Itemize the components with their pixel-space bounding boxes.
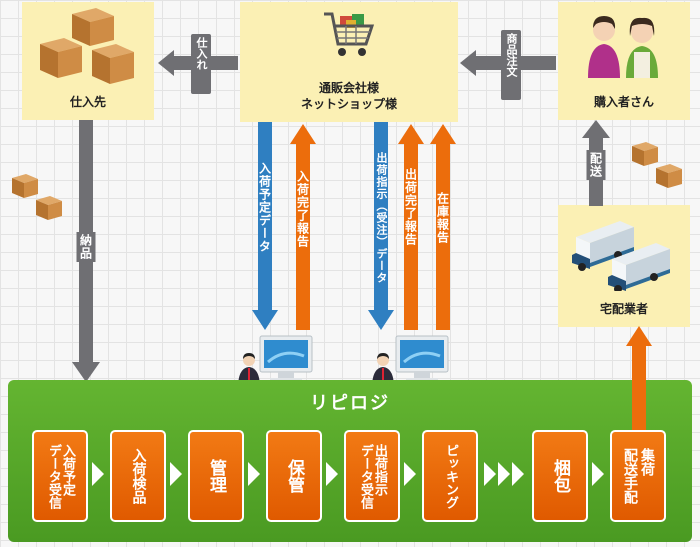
supplier-label: 仕入先: [69, 94, 106, 109]
courier-box: 宅配業者: [558, 205, 690, 327]
step-nyuka-kenpin: 入荷検品: [110, 430, 166, 522]
repilogi-title: リピロジ: [310, 393, 390, 414]
buyer-label: 購入者さん: [593, 94, 654, 109]
zaiko-houkoku-label: 在庫報告: [435, 192, 450, 244]
arrow-shuka-to-courier: [626, 326, 652, 432]
nyuka-kanryo-houkoku-label: 入荷完了報告: [295, 170, 310, 248]
courier-label: 宅配業者: [599, 301, 648, 316]
arrow-shukka-kanryo-houkoku: [398, 124, 424, 330]
arrow-shukka-shiji-data: [368, 122, 394, 330]
shouhin-chuumon-label: 商品注文: [496, 30, 526, 100]
buyer-box: 購入者さん: [558, 2, 690, 120]
buyers-icon: [588, 16, 658, 78]
cardboard-boxes-icon: [632, 142, 682, 188]
shukka-shiji-data-label: 出荷指示︵受注︶データ: [375, 152, 388, 284]
haisou-label: 配送: [586, 150, 606, 180]
nyuka-yotei-data-label: 入荷予定データ: [257, 162, 272, 253]
step-kanri: 管理: [188, 430, 244, 522]
chevron-right-icon: [92, 462, 104, 486]
step-hokan: 保管: [266, 430, 322, 522]
cardboard-boxes-icon: [12, 174, 62, 220]
chevron-right-icon: [512, 462, 524, 486]
arrow-zaiko-houkoku: [430, 124, 456, 330]
arrow-nyuka-yotei-data: [252, 122, 278, 330]
chevron-right-icon: [498, 462, 510, 486]
step-shukka-shiji-data-jushin: 出荷指示 データ受信: [344, 430, 400, 522]
ecommerce-box: 通販会社様 ネットショップ様: [240, 2, 458, 122]
shiire-label: 仕入れ: [186, 34, 216, 94]
chevron-right-icon: [484, 462, 496, 486]
chevron-right-icon: [170, 462, 182, 486]
step-shuka-haisou-tehai: 集荷 配送手配: [610, 430, 666, 522]
chevron-right-icon: [592, 462, 604, 486]
step-konpo: 梱包: [532, 430, 588, 522]
shukka-kanryo-houkoku-label: 出荷完了報告: [403, 168, 418, 246]
arrow-nyuka-kanryo-houkoku: [290, 124, 316, 330]
cardboard-boxes-icon: [40, 8, 134, 84]
delivery-trucks-icon: [572, 221, 670, 291]
step-nyuka-yotei-data-jushin: 入荷予定 データ受信: [32, 430, 88, 522]
chevron-right-icon: [248, 462, 260, 486]
computer-monitor-icon: [259, 335, 313, 383]
computer-monitor-icon: [395, 335, 449, 383]
ecommerce-label: 通販会社様 ネットショップ様: [300, 80, 397, 111]
chevron-right-icon: [404, 462, 416, 486]
shopping-cart-icon: [324, 12, 375, 56]
supplier-box: 仕入先: [22, 2, 154, 120]
nouhin-label: 納品: [76, 232, 96, 262]
chevron-right-icon: [326, 462, 338, 486]
step-picking: ピッキング: [422, 430, 478, 522]
